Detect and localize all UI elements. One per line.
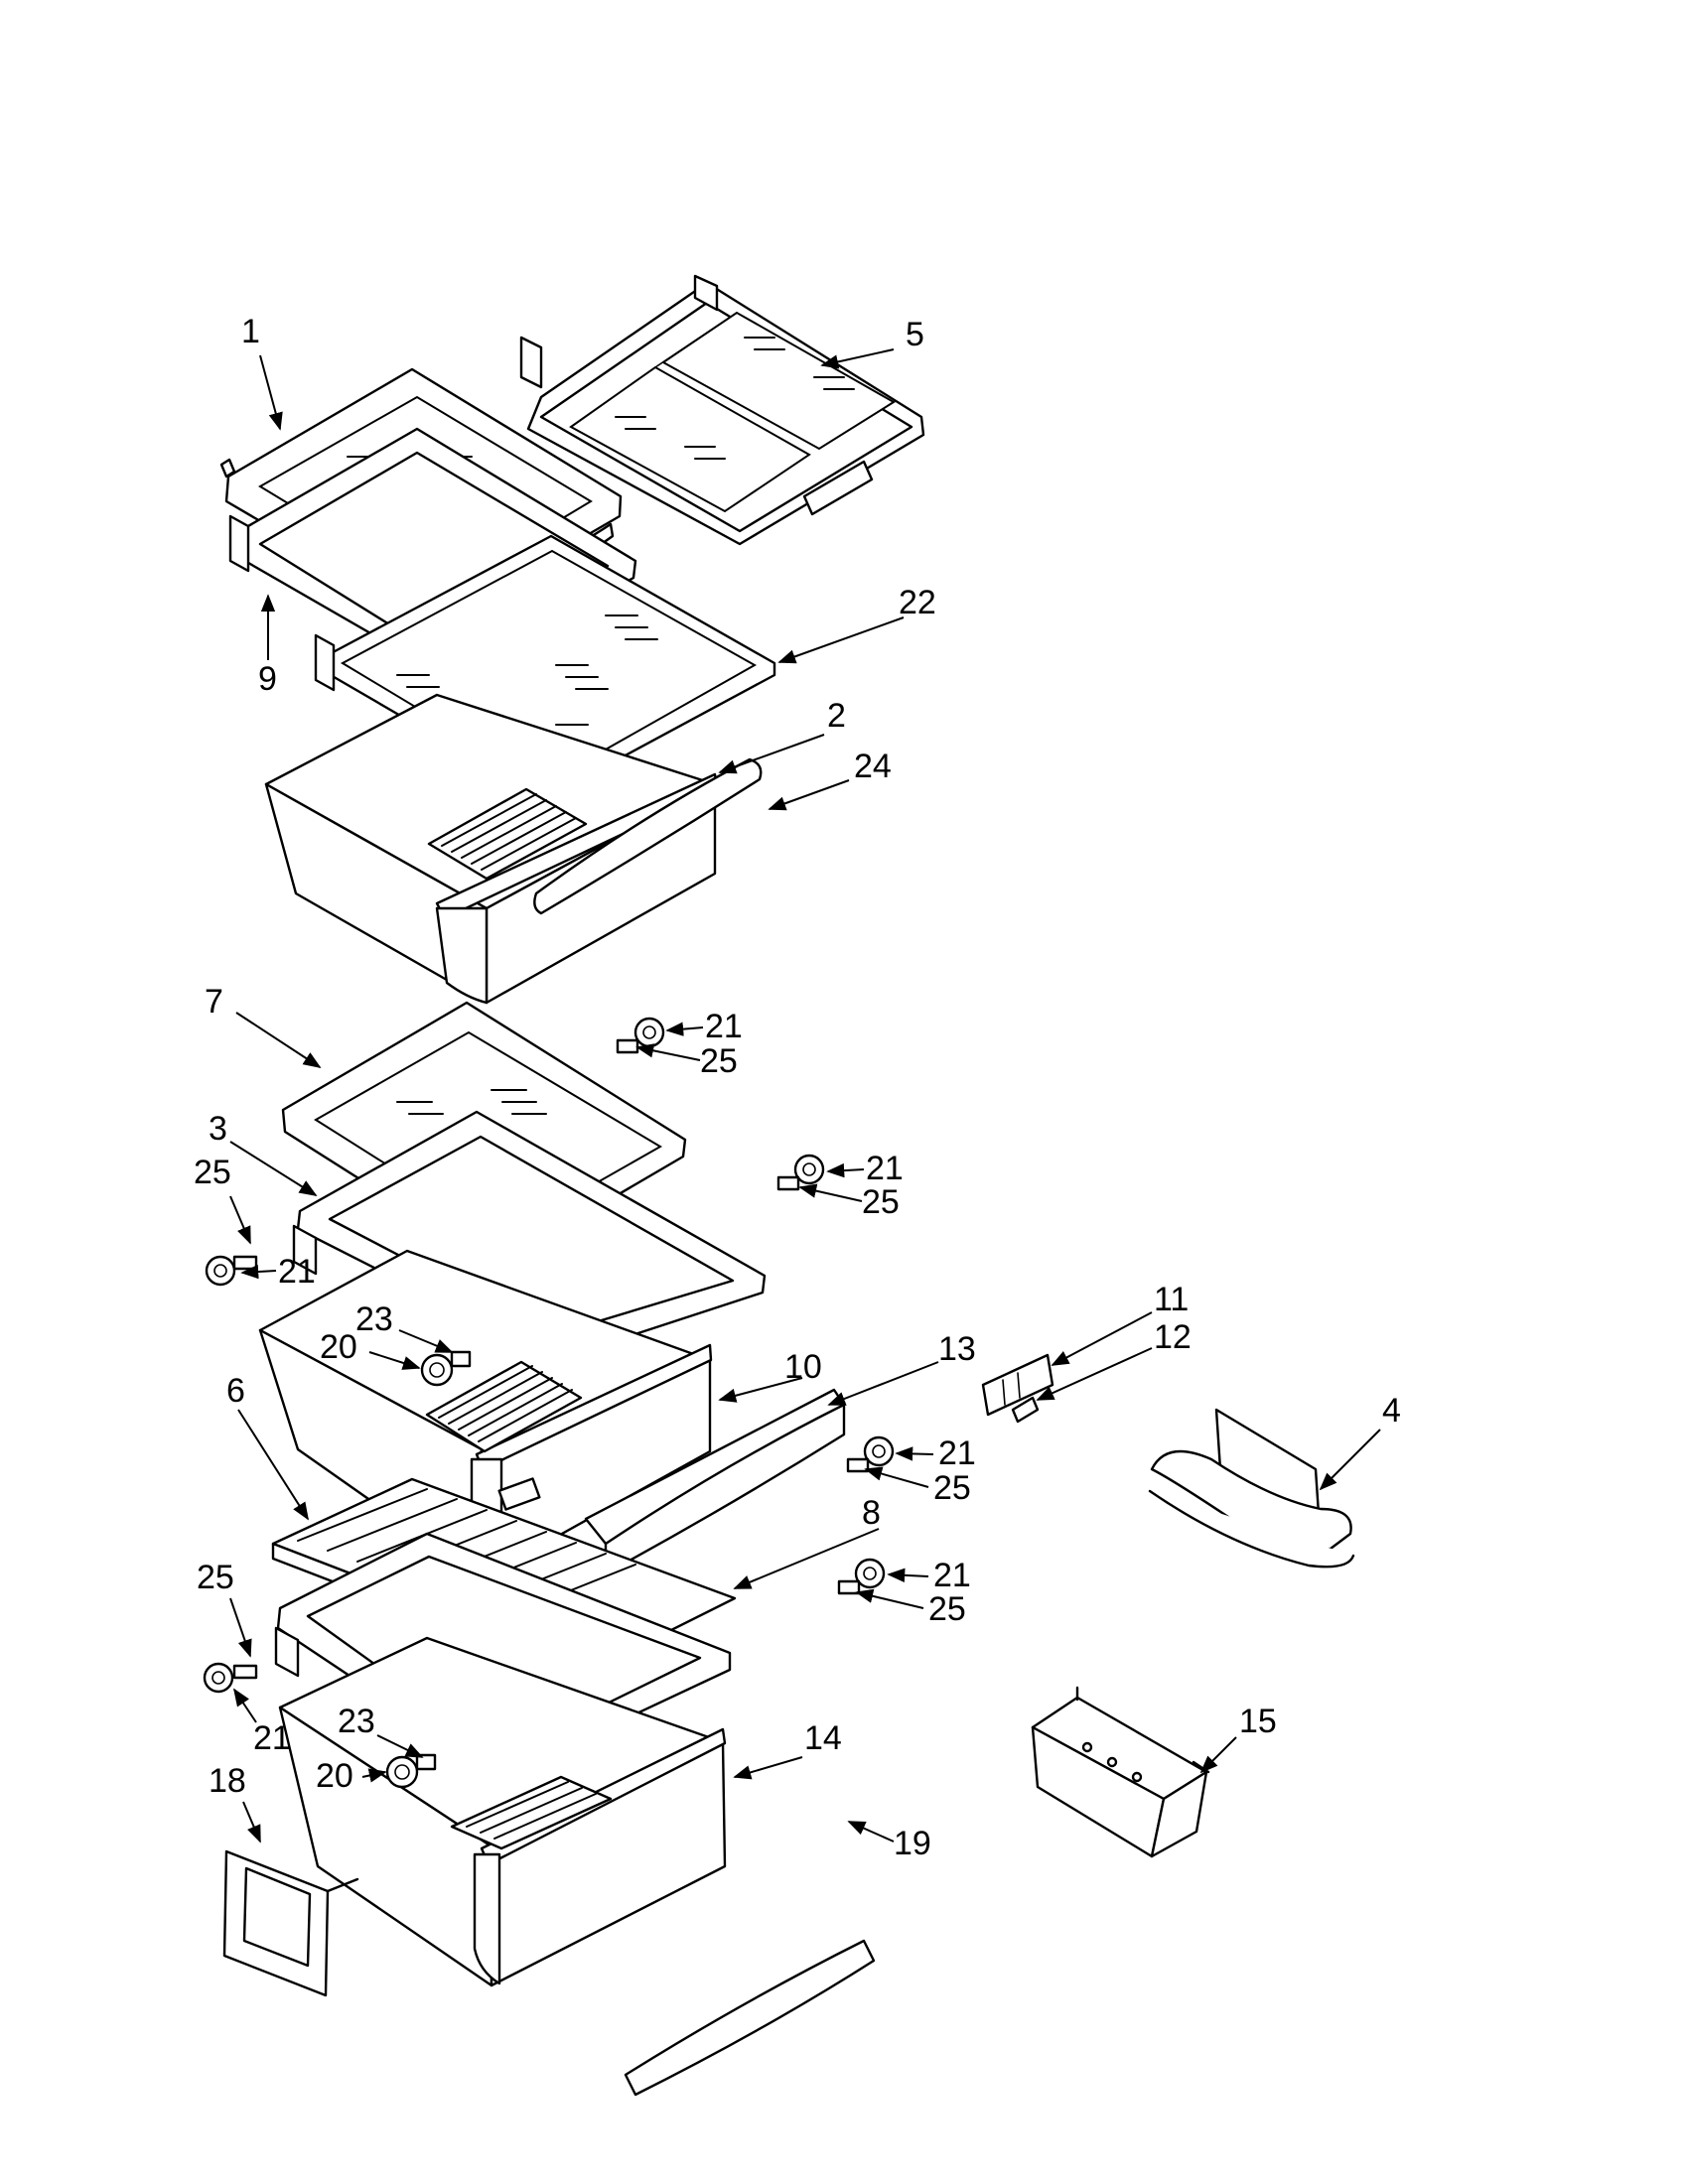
callout-20-upper: 20 (320, 1328, 357, 1366)
callout-21-mid-right: 21 (866, 1150, 904, 1187)
callout-12: 12 (1154, 1318, 1192, 1356)
callout-25-mid-left: 25 (194, 1154, 231, 1191)
callout-15: 15 (1239, 1703, 1277, 1740)
callout-1: 1 (241, 313, 260, 350)
part-14-crisper-drawer (278, 1636, 727, 1987)
callout-11: 11 (1154, 1281, 1189, 1318)
part-15-bin (1031, 1686, 1210, 1858)
callout-10: 10 (784, 1348, 822, 1386)
vent-grille (425, 1360, 583, 1453)
part-5-split-glass-shelf (519, 274, 925, 546)
callout-22: 22 (899, 584, 936, 621)
fastener-group-mid-left (205, 1255, 258, 1287)
part-2-crisper-drawer (264, 693, 719, 1005)
callout-14: 14 (804, 1719, 842, 1757)
callout-24: 24 (854, 748, 892, 785)
callout-19: 19 (894, 1825, 931, 1862)
callout-4: 4 (1382, 1392, 1401, 1430)
part-3-shelf-frame (292, 1110, 767, 1362)
fastener-group-left-lower (203, 1662, 258, 1694)
callout-25-left-lower: 25 (197, 1559, 234, 1596)
callout-2: 2 (827, 697, 846, 735)
callout-20-lower: 20 (316, 1757, 353, 1795)
callout-25-mid-right: 25 (862, 1183, 900, 1221)
part-10-crisper-drawer (258, 1249, 713, 1580)
fastener-group-mid-right (776, 1154, 825, 1191)
callout-25-upper: 25 (700, 1042, 738, 1080)
callout-25-right: 25 (933, 1469, 971, 1507)
callout-21-left-lower: 21 (253, 1719, 291, 1757)
callout-21-upper: 21 (705, 1008, 743, 1045)
callout-23-upper: 23 (355, 1300, 393, 1338)
callout-7: 7 (205, 983, 223, 1021)
callout-8: 8 (862, 1494, 881, 1532)
vent-grille (427, 787, 588, 881)
callout-23-lower: 23 (338, 1703, 375, 1740)
part-12-clip (1011, 1396, 1040, 1424)
callout-18: 18 (209, 1762, 246, 1800)
part-24-drawer-trim (533, 757, 763, 915)
part-11-clip (981, 1353, 1054, 1417)
fastener-group-23-20-upper (420, 1350, 472, 1387)
callout-21-mid-left: 21 (278, 1253, 316, 1291)
callout-13: 13 (938, 1330, 976, 1368)
callout-21-right-lower: 21 (933, 1557, 971, 1594)
callout-9: 9 (258, 660, 277, 698)
callout-labels: 1 5 22 9 2 24 7 21 25 3 21 25 25 21 23 2… (194, 313, 1401, 1862)
part-18-label-plate (222, 1849, 359, 1997)
leader-lines (229, 348, 1381, 1843)
part-4-bracket (1148, 1408, 1355, 1569)
part-19-trim (624, 1939, 876, 2097)
callout-5: 5 (906, 316, 924, 353)
callout-25-right-lower: 25 (928, 1590, 966, 1628)
fastener-group-23-20-lower (385, 1753, 437, 1789)
callout-3: 3 (209, 1110, 227, 1148)
fastener-group-right-21-25-lower (837, 1558, 886, 1595)
callout-21-right: 21 (938, 1434, 976, 1472)
fastener-group-right-21-25 (846, 1435, 895, 1473)
callout-6: 6 (226, 1372, 245, 1410)
